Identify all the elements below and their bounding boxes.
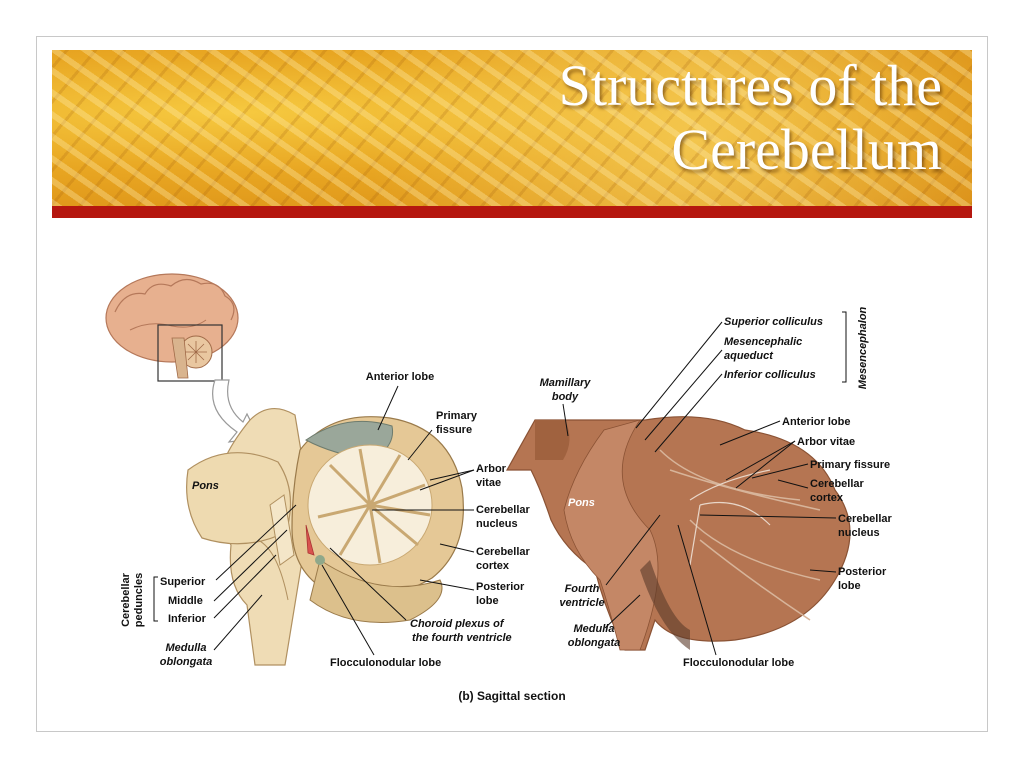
label-r-flocculonodular-lobe: Flocculonodular lobe bbox=[683, 657, 794, 669]
label-mamillary-body-2: body bbox=[552, 391, 579, 403]
label-posterior-lobe-1: Posterior bbox=[476, 581, 525, 593]
label-r-primary-fissure: Primary fissure bbox=[810, 459, 890, 471]
title-accent-bar bbox=[52, 206, 972, 218]
label-posterior-lobe-2: lobe bbox=[476, 595, 499, 607]
label-choroid-plexus-2: the fourth ventricle bbox=[412, 632, 512, 644]
label-r-medulla-2: oblongata bbox=[568, 637, 621, 649]
title-banner: Structures of the Cerebellum bbox=[52, 50, 972, 206]
right-leader-lines bbox=[562, 311, 847, 656]
label-arbor-vitae-1: Arbor bbox=[476, 463, 507, 475]
label-anterior-lobe: Anterior lobe bbox=[366, 371, 434, 383]
label-mesencephalon: Mesencephalon bbox=[857, 306, 869, 389]
label-r-cerebellar-nucleus-1: Cerebellar bbox=[838, 513, 893, 525]
label-medulla-2: oblongata bbox=[160, 656, 213, 668]
label-r-posterior-lobe-1: Posterior bbox=[838, 566, 887, 578]
label-superior: Superior bbox=[160, 576, 206, 588]
label-superior-colliculus: Superior colliculus bbox=[724, 316, 823, 328]
label-flocculonodular-lobe: Flocculonodular lobe bbox=[330, 657, 441, 669]
label-primary-fissure-2: fissure bbox=[436, 424, 472, 436]
left-leader-lines bbox=[153, 385, 475, 656]
label-mesencephalic-aqueduct-1: Mesencephalic bbox=[724, 336, 802, 348]
label-r-cerebellar-cortex-1: Cerebellar bbox=[810, 478, 865, 490]
label-fourth-ventricle-2: ventricle bbox=[559, 597, 604, 609]
inset-highlight-box bbox=[157, 324, 223, 382]
slide-title: Structures of the Cerebellum bbox=[559, 54, 942, 182]
label-r-arbor-vitae: Arbor vitae bbox=[797, 436, 855, 448]
label-primary-fissure-1: Primary bbox=[436, 410, 478, 422]
label-r-cerebellar-nucleus-2: nucleus bbox=[838, 527, 880, 539]
right-specimen-photo: Superior colliculus Mesencephalic aquedu… bbox=[505, 306, 893, 669]
label-mamillary-body-1: Mamillary bbox=[540, 377, 592, 389]
cerebellum-illustration bbox=[291, 416, 464, 623]
title-line-2: Cerebellum bbox=[671, 117, 942, 182]
label-fourth-ventricle-1: Fourth bbox=[565, 583, 600, 595]
label-cerebellar-nucleus-2: nucleus bbox=[476, 518, 518, 530]
label-pons: Pons bbox=[192, 480, 219, 492]
label-medulla-1: Medulla bbox=[166, 642, 207, 654]
inset-brain-image bbox=[105, 273, 239, 382]
label-inferior: Inferior bbox=[168, 613, 207, 625]
brainstem-illustration bbox=[186, 408, 311, 666]
label-r-medulla-1: Medulla bbox=[574, 623, 615, 635]
label-arbor-vitae-2: vitae bbox=[476, 477, 501, 489]
label-r-cerebellar-cortex-2: cortex bbox=[810, 492, 844, 504]
label-cerebellar-cortex-2: cortex bbox=[476, 560, 510, 572]
label-cerebellar-nucleus-1: Cerebellar bbox=[476, 504, 531, 516]
label-peduncles-1: Cerebellar bbox=[120, 572, 132, 627]
title-line-1: Structures of the bbox=[558, 53, 942, 118]
label-r-posterior-lobe-2: lobe bbox=[838, 580, 861, 592]
label-r-anterior-lobe: Anterior lobe bbox=[782, 416, 850, 428]
left-diagram: Anterior lobe Primary fissure Arbor vita… bbox=[105, 273, 531, 669]
label-r-pons: Pons bbox=[568, 497, 595, 509]
label-choroid-plexus-1: Choroid plexus of bbox=[410, 618, 505, 630]
label-middle: Middle bbox=[168, 595, 203, 607]
figure-caption: (b) Sagittal section bbox=[458, 689, 565, 703]
label-mesencephalic-aqueduct-2: aqueduct bbox=[724, 350, 774, 362]
label-peduncles-2: peduncles bbox=[133, 573, 145, 627]
label-cerebellar-cortex-1: Cerebellar bbox=[476, 546, 531, 558]
label-inferior-colliculus: Inferior colliculus bbox=[724, 369, 816, 381]
